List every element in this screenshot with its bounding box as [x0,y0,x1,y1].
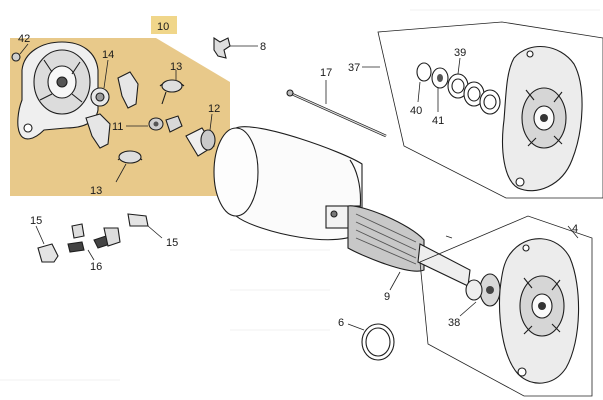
brush-spring[interactable] [117,79,185,164]
label-13-bottom: 13 [90,185,102,197]
drive-end-detail-box [419,215,593,397]
drive-end-bracket[interactable] [499,238,580,384]
through-bolt[interactable] [286,89,387,138]
label-37: 37 [348,62,360,74]
label-16: 16 [90,261,102,273]
brush-set[interactable] [67,223,121,253]
label-42: 42 [18,33,30,45]
nut[interactable] [148,115,183,133]
label-4: 4 [572,223,578,235]
sealing-ring[interactable] [361,323,395,361]
felt-washer[interactable] [90,87,110,107]
label-11: 11 [112,121,123,133]
bearing-bush[interactable] [185,127,216,157]
brush-cover[interactable] [37,213,149,263]
label-15-left: 15 [30,215,42,227]
label-6: 6 [338,317,344,329]
label-41: 41 [432,115,444,127]
armature[interactable] [325,205,471,287]
label-15-right: 15 [166,237,178,249]
label-10: 10 [157,21,169,33]
thrust-washers[interactable] [416,62,501,115]
label-39: 39 [454,47,466,59]
label-13-top: 13 [170,61,182,73]
label-40: 40 [410,105,422,117]
commutator-end-bracket[interactable] [17,41,99,140]
label-14: 14 [102,49,114,61]
wing-nut[interactable] [213,36,231,59]
brush-holder[interactable] [85,71,139,149]
commutator-end-bracket-assembly[interactable] [501,45,583,192]
screw-icon[interactable] [11,52,21,62]
drive-pinion[interactable] [465,273,501,307]
label-17: 17 [320,67,332,79]
end-bracket-detail-box [377,21,603,199]
label-9: 9 [384,291,390,303]
background-lines [0,9,600,381]
kit-number-tag [151,16,177,34]
label-8: 8 [260,41,266,53]
label-38: 38 [448,317,460,329]
label-12: 12 [208,103,220,115]
